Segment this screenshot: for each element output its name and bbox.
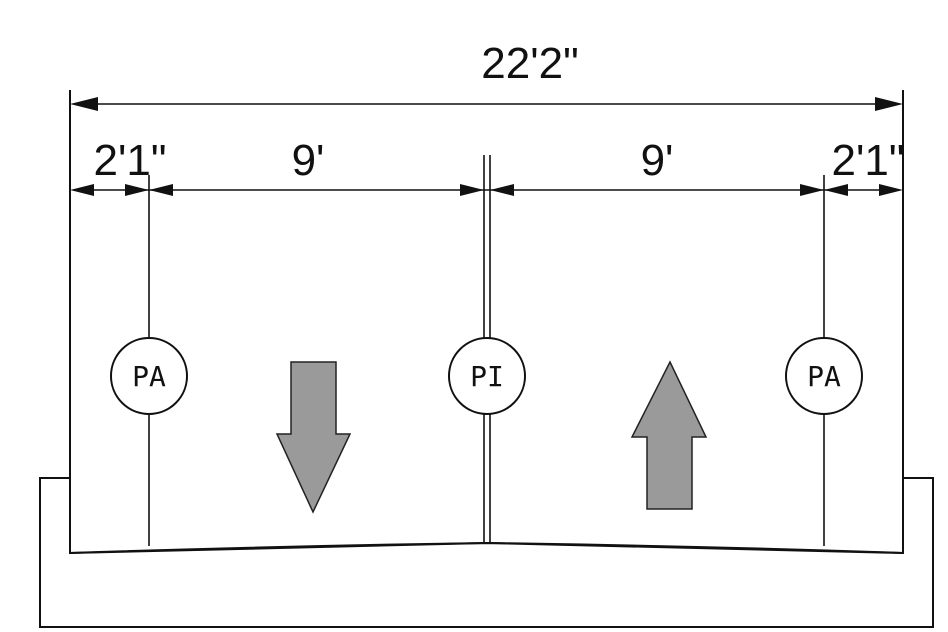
right-offset-arrow-left (824, 184, 848, 196)
right-lane-label: 9' (641, 136, 674, 185)
right-offset-arrow-right (879, 184, 903, 196)
left-marker-label: PA (132, 360, 166, 393)
right-lane-arrow-right (800, 184, 824, 196)
left-lane-label: 9' (292, 136, 325, 185)
center-marker-circle (448, 337, 526, 415)
right-marker-circle (785, 337, 863, 415)
down-flow-arrow-icon (275, 361, 352, 514)
overall-dimension-label: 22'2" (481, 39, 578, 88)
overall-dimension-arrow-left (70, 97, 98, 111)
left-offset-arrow-right (125, 184, 149, 196)
left-offset-label: 2'1" (94, 136, 167, 185)
center-marker-label: PI (470, 360, 504, 393)
right-lane-arrow-left (490, 184, 514, 196)
left-lane-arrow-right (460, 184, 484, 196)
left-offset-arrow-left (70, 184, 94, 196)
up-flow-arrow-icon (630, 360, 708, 510)
left-lane-arrow-left (149, 184, 173, 196)
overall-dimension-arrow-right (875, 97, 903, 111)
right-offset-label: 2'1" (832, 136, 905, 185)
road-surface (69, 541, 904, 554)
left-marker-circle (110, 337, 188, 415)
road-base-outline (39, 477, 934, 628)
right-marker-label: PA (807, 360, 841, 393)
